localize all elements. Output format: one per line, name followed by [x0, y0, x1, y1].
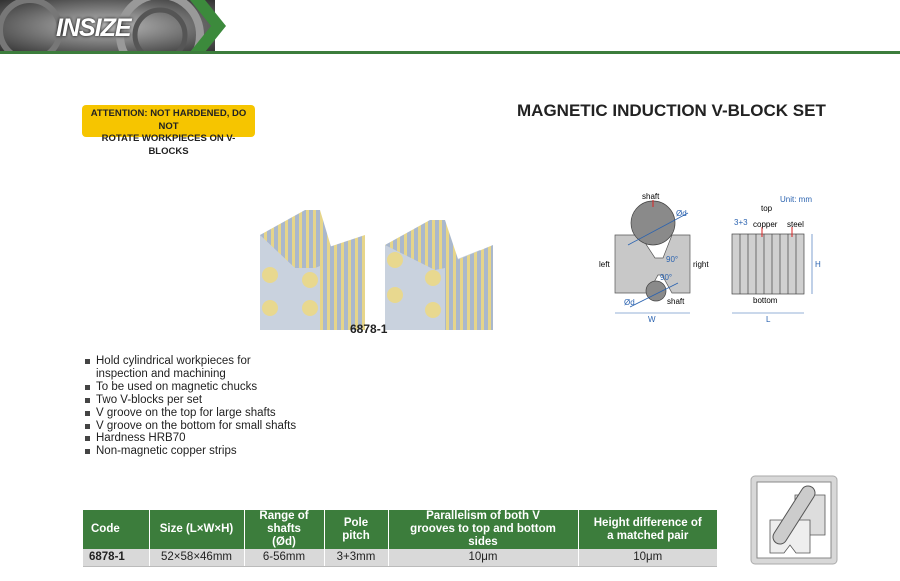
feature-item: Hold cylindrical workpieces for inspecti… [84, 355, 274, 381]
bottom-label: bottom [753, 296, 778, 305]
v-block-right [385, 220, 493, 330]
right-label: right [693, 260, 709, 269]
height-label: H [815, 260, 821, 269]
header-parallelism: Parallelism of both V grooves to top and… [388, 510, 579, 549]
feature-item: Two V-blocks per set [84, 394, 296, 407]
page-title: MAGNETIC INDUCTION V-BLOCK SET [517, 101, 826, 120]
v-block-pictogram-icon [750, 475, 838, 565]
angle-top-label: 90° [666, 255, 678, 264]
dimension-diagram: shaft Ød 90° 90° Ød shaft left right W U… [590, 185, 835, 330]
left-label: left [599, 260, 610, 269]
header-banner: INSIZE [0, 0, 900, 79]
attention-line-2: ROTATE WORKPIECES ON V-BLOCKS [101, 133, 236, 157]
header-pitch: Pole pitch [324, 510, 389, 549]
diameter-bottom-label: Ød [624, 298, 635, 307]
length-label: L [766, 315, 771, 324]
diameter-top-label: Ød [676, 209, 687, 218]
header-size: Size (L×W×H) [149, 510, 245, 549]
header-code: Code [83, 510, 150, 549]
feature-item: V groove on the bottom for small shafts [84, 420, 296, 433]
spec-table: Code Size (L×W×H) Range of shafts (Ød) P… [83, 510, 717, 567]
angle-bottom-label: 90° [660, 273, 672, 282]
attention-line-1: ATTENTION: NOT HARDENED, DO NOT [90, 108, 247, 132]
insize-logo: INSIZE [56, 14, 132, 42]
feature-item: To be used on magnetic chucks [84, 381, 296, 394]
feature-list: Hold cylindrical workpieces for inspecti… [84, 355, 296, 458]
shaft-bottom-label: shaft [667, 297, 685, 306]
table-header-row: Code Size (L×W×H) Range of shafts (Ød) P… [83, 510, 717, 549]
cell-range: 6-56mm [244, 549, 325, 567]
header-range: Range of shafts (Ød) [244, 510, 325, 549]
shaft-top-label: shaft [642, 192, 660, 201]
cell-size: 52×58×46mm [149, 549, 245, 567]
header-height-diff: Height difference of a matched pair [578, 510, 717, 549]
cell-height-diff: 10μm [578, 549, 717, 567]
table-row: 6878-1 52×58×46mm 6-56mm 3+3mm 10μm 10μm [83, 549, 717, 567]
product-image [250, 190, 510, 335]
top-label: top [761, 204, 773, 213]
v-block-left [260, 210, 365, 330]
pitch-label: 3+3 [734, 218, 748, 227]
unit-label: Unit: mm [780, 195, 812, 204]
copper-label: copper [753, 220, 778, 229]
cell-code: 6878-1 [83, 549, 150, 567]
steel-label: steel [787, 220, 804, 229]
cell-parallelism: 10μm [388, 549, 579, 567]
product-code-label: 6878-1 [350, 322, 388, 336]
feature-item: V groove on the top for large shafts [84, 407, 296, 420]
cell-pitch: 3+3mm [324, 549, 389, 567]
feature-item: Hardness HRB70 [84, 432, 296, 445]
feature-item: Non-magnetic copper strips [84, 445, 296, 458]
banner-graphic [0, 0, 900, 79]
width-label: W [648, 315, 656, 324]
attention-notice: ATTENTION: NOT HARDENED, DO NOT ROTATE W… [82, 105, 255, 157]
